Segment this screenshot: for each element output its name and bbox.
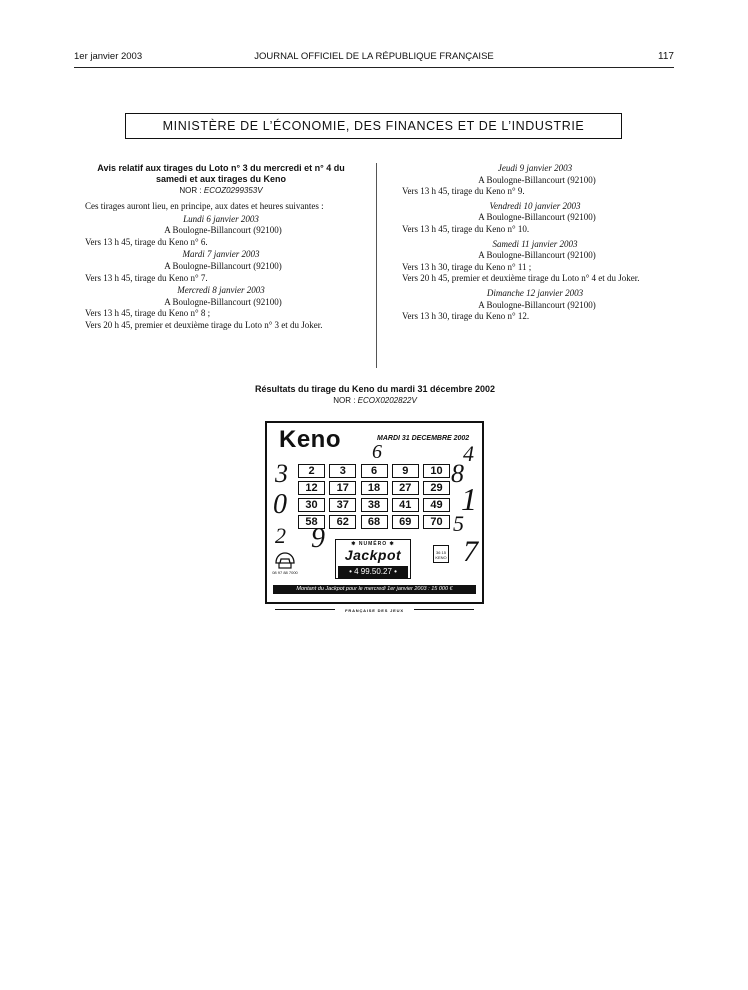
phone-number: 08 97 88 7000 xyxy=(272,570,298,575)
minitel-block: 36 15 KENO xyxy=(433,545,449,563)
schedule-line: Vers 13 h 30, tirage du Keno n° 12. xyxy=(402,311,530,322)
page-header: 1er janvier 2003 JOURNAL OFFICIEL DE LA … xyxy=(74,51,674,65)
notice-title: Avis relatif aux tirages du Loto n° 3 du… xyxy=(97,163,345,184)
day-heading: Mercredi 8 janvier 2003 xyxy=(177,285,265,296)
day-heading: Mardi 7 janvier 2003 xyxy=(182,249,260,260)
results-nor: NOR : ECOX0202822V xyxy=(150,395,600,406)
jackpot-footer: Montant du Jackpot pour le mercredi 1er … xyxy=(273,585,476,594)
schedule-line: Vers 13 h 45, tirage du Keno n° 10. xyxy=(402,223,530,234)
notice-nor: NOR : ECOZ0299353V xyxy=(75,185,367,196)
schedule-line: Vers 13 h 45, tirage du Keno n° 6. xyxy=(85,236,208,247)
day-heading: Dimanche 12 janvier 2003 xyxy=(486,287,584,298)
handwritten-digit: 6 xyxy=(372,441,382,463)
place-line: A Boulogne-Billancourt (92100) xyxy=(164,260,282,271)
handwritten-digit: 2 xyxy=(275,523,286,548)
notice-intro: Ces tirages auront lieu, en principe, au… xyxy=(85,201,324,211)
place-line: A Boulogne-Billancourt (92100) xyxy=(478,299,596,310)
brand-name: FRANÇAISE DES JEUX xyxy=(345,608,404,613)
divider xyxy=(414,609,474,610)
keno-number: 3 xyxy=(329,464,357,478)
right-column: Jeudi 9 janvier 2003 A Boulogne-Billanco… xyxy=(392,163,678,323)
day-heading: Jeudi 9 janvier 2003 xyxy=(497,163,573,173)
handwritten-digit: 9 xyxy=(311,523,325,554)
keno-number-grid: 2 3 6 9 10 12 17 18 27 29 30 37 38 41 49… xyxy=(298,464,450,532)
keno-number: 17 xyxy=(329,481,357,495)
jackpot-box: ✱ NUMÉRO ✱ Jackpot • 4 99.50.27 • xyxy=(335,539,411,579)
nor-label: NOR : xyxy=(179,186,202,195)
nor-code: ECOX0202822V xyxy=(357,396,417,405)
keno-logo: Keno xyxy=(279,426,341,453)
keno-number: 69 xyxy=(391,515,419,529)
ticket-date: MARDI 31 DECEMBRE 2002 xyxy=(377,435,470,442)
day-heading: Lundi 6 janvier 2003 xyxy=(183,213,259,224)
page-number: 117 xyxy=(658,51,674,62)
grid-row: 30 37 38 41 49 xyxy=(298,498,450,512)
place-line: A Boulogne-Billancourt (92100) xyxy=(478,174,596,185)
grid-row: 2 3 6 9 10 xyxy=(298,464,450,478)
schedule-line: Vers 20 h 45, premier et deuxième tirage… xyxy=(85,319,323,330)
ministry-heading: MINISTÈRE DE L’ÉCONOMIE, DES FINANCES ET… xyxy=(125,113,622,139)
minitel-code: 36 15 KENO xyxy=(435,550,447,560)
keno-number: 9 xyxy=(391,464,419,478)
keno-number: 30 xyxy=(298,498,325,512)
keno-number: 12 xyxy=(298,481,325,495)
jackpot-word: Jackpot xyxy=(344,547,402,563)
schedule-line: Vers 13 h 45, tirage du Keno n° 8 ; xyxy=(85,308,211,319)
schedule-line: Vers 20 h 45, premier et deuxième tirage… xyxy=(402,273,640,284)
header-rule xyxy=(74,67,674,68)
handwritten-digit: 3 xyxy=(275,459,288,488)
journal-title: JOURNAL OFFICIEL DE LA RÉPUBLIQUE FRANÇA… xyxy=(254,51,494,62)
nor-code: ECOZ0299353V xyxy=(203,186,263,195)
nor-label: NOR : xyxy=(333,396,356,405)
handwritten-digit: 7 xyxy=(463,535,478,568)
results-title: Résultats du tirage du Keno du mardi 31 … xyxy=(254,384,496,394)
divider xyxy=(275,609,335,610)
place-line: A Boulogne-Billancourt (92100) xyxy=(164,225,282,236)
day-heading: Samedi 11 janvier 2003 xyxy=(492,238,578,249)
keno-number: 29 xyxy=(423,481,450,495)
keno-number: 49 xyxy=(423,498,450,512)
day-heading: Vendredi 10 janvier 2003 xyxy=(489,200,581,211)
keno-number: 58 xyxy=(298,515,325,529)
handwritten-digit: 0 xyxy=(273,489,287,520)
schedule-line: Vers 13 h 45, tirage du Keno n° 9. xyxy=(402,186,525,197)
keno-number: 62 xyxy=(329,515,357,529)
grid-row: 58 62 68 69 70 xyxy=(298,515,450,529)
column-divider xyxy=(376,163,377,368)
phone-block: 08 97 88 7000 xyxy=(271,551,299,583)
handwritten-digit: 4 xyxy=(463,441,474,466)
keno-ticket: Keno MARDI 31 DECEMBRE 2002 6 4 3 8 0 1 … xyxy=(265,421,484,613)
jackpot-number: • 4 99.50.27 • xyxy=(338,566,408,578)
keno-number: 27 xyxy=(391,481,419,495)
phone-icon xyxy=(275,552,295,569)
keno-number: 10 xyxy=(423,464,450,478)
handwritten-digit: 8 xyxy=(451,459,464,488)
keno-number: 70 xyxy=(423,515,450,529)
place-line: A Boulogne-Billancourt (92100) xyxy=(478,212,596,223)
keno-number: 6 xyxy=(360,464,388,478)
schedule-line: Vers 13 h 30, tirage du Keno n° 11 ; xyxy=(402,261,532,272)
keno-number: 41 xyxy=(391,498,419,512)
schedule-line: Vers 13 h 45, tirage du Keno n° 7. xyxy=(85,272,208,283)
keno-number: 2 xyxy=(298,464,325,478)
place-line: A Boulogne-Billancourt (92100) xyxy=(478,250,596,261)
place-line: A Boulogne-Billancourt (92100) xyxy=(164,296,282,307)
keno-number: 68 xyxy=(360,515,388,529)
jackpot-label: ✱ NUMÉRO ✱ xyxy=(351,541,395,547)
left-column: Avis relatif aux tirages du Loto n° 3 du… xyxy=(75,163,367,332)
keno-number: 18 xyxy=(360,481,388,495)
keno-number: 37 xyxy=(329,498,357,512)
keno-number: 38 xyxy=(360,498,388,512)
grid-row: 12 17 18 27 29 xyxy=(298,481,450,495)
header-date: 1er janvier 2003 xyxy=(74,51,143,62)
handwritten-digit: 5 xyxy=(453,511,464,536)
handwritten-digit: 1 xyxy=(461,481,477,517)
